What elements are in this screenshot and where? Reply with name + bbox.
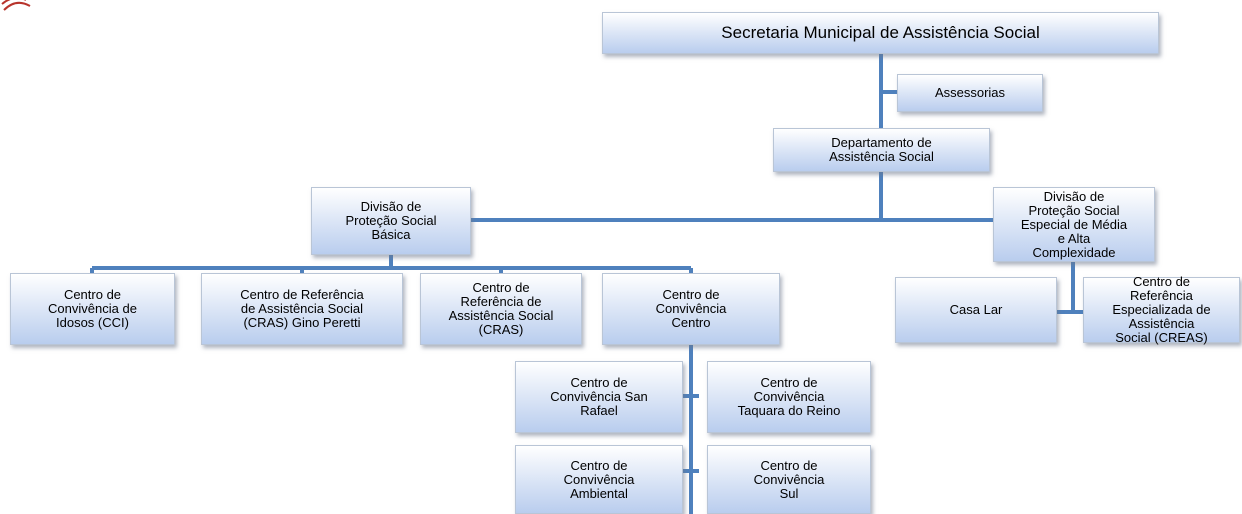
node-assessorias[interactable]: Assessorias [897,74,1043,112]
logo-fragment [1,0,31,11]
node-creas[interactable]: Centro de Referência Especializada de As… [1083,275,1240,345]
node-divisao-basica[interactable]: Divisão de Proteção Social Básica [311,187,471,255]
node-taquara-do-reino[interactable]: Centro de Convivência Taquara do Reino [707,361,871,433]
node-ambiental[interactable]: Centro de Convivência Ambiental [515,445,683,514]
connector-especial-casalar [1057,262,1075,314]
connector-lines [90,54,1083,514]
node-departamento[interactable]: Departamento de Assistência Social [773,128,990,172]
node-divisao-especial[interactable]: Divisão de Proteção Social Especial de M… [993,187,1155,262]
connector-departamento-divisoes [311,172,993,222]
node-centro-convivencia-centro[interactable]: Centro de Convivência Centro [602,273,780,345]
node-san-rafael[interactable]: Centro de Convivência San Rafael [515,361,683,433]
node-sul[interactable]: Centro de Convivência Sul [707,445,871,514]
node-casa-lar[interactable]: Casa Lar [895,277,1057,343]
node-cci[interactable]: Centro de Convivência de Idosos (CCI) [10,273,175,345]
node-cras[interactable]: Centro de Referência de Assistência Soci… [420,273,582,345]
connector-basica-centros [90,255,693,273]
node-cras-gino-peretti[interactable]: Centro de Referência de Assistência Soci… [201,273,403,345]
node-secretaria[interactable]: Secretaria Municipal de Assistência Soci… [602,12,1159,54]
